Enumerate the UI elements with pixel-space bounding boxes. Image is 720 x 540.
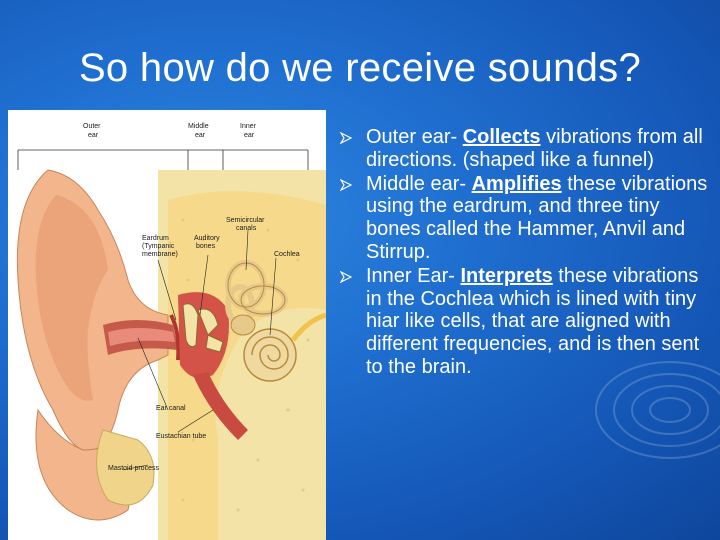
label-ear-canal: Ear canal [156,405,186,412]
bullet-prefix: Outer ear- [366,126,463,148]
water-ripple-decoration [595,361,720,459]
label-eardrum-3: membrane) [142,251,178,258]
label-outer-ear-2: ear [88,132,99,139]
label-inner-ear-2: ear [244,132,255,139]
label-mastoid: Mastoid process [108,465,159,472]
arrow-bullet-icon [340,178,352,191]
label-middle-ear-1: Middle [188,123,209,130]
bullet-list: Outer ear- Collects vibrations from all … [338,126,718,380]
ear-anatomy-illustration: Outer ear Middle ear Inner ear Semicircu… [16,123,326,540]
label-middle-ear-2: ear [195,132,206,139]
label-eustachian-tube: Eustachian tube [156,433,206,440]
bullet-prefix: Inner Ear- [366,264,461,287]
slide-title: So how do we receive sounds? [78,46,642,90]
label-semicircular-2: canals [236,225,257,232]
arrow-bullet-icon [340,132,352,144]
bullet-prefix: Middle ear- [366,172,472,195]
label-inner-ear-1: Inner [240,123,257,130]
ear-anatomy-diagram: Outer ear Middle ear Inner ear Semicircu… [8,110,326,540]
bullet-inner-ear: Inner Ear- Interprets these vibrations i… [338,265,718,379]
label-auditory-2: bones [196,243,216,250]
bullet-outer-ear: Outer ear- Collects vibrations from all … [338,126,718,172]
bullet-text: these vibrations in the Cochlea which is… [366,264,700,378]
bullet-emphasis: Amplifies [471,172,562,195]
label-outer-ear-1: Outer [83,123,101,130]
bullet-text: these vibrations using the eardrum, and … [366,172,708,263]
label-auditory-1: Auditory [194,235,220,242]
label-eardrum-1: Eardrum [142,235,169,242]
bullet-text: vibrations from all directions. (shaped … [366,126,703,171]
label-cochlea: Cochlea [274,251,300,258]
arrow-bullet-icon [340,270,352,283]
label-eardrum-2: (Tympanic [142,243,175,250]
bullet-middle-ear: Middle ear- Amplifies these vibrations u… [338,173,718,264]
bullet-emphasis: Collects [462,126,541,148]
label-semicircular-1: Semicircular [226,217,265,224]
bullet-emphasis: Interprets [460,264,553,287]
